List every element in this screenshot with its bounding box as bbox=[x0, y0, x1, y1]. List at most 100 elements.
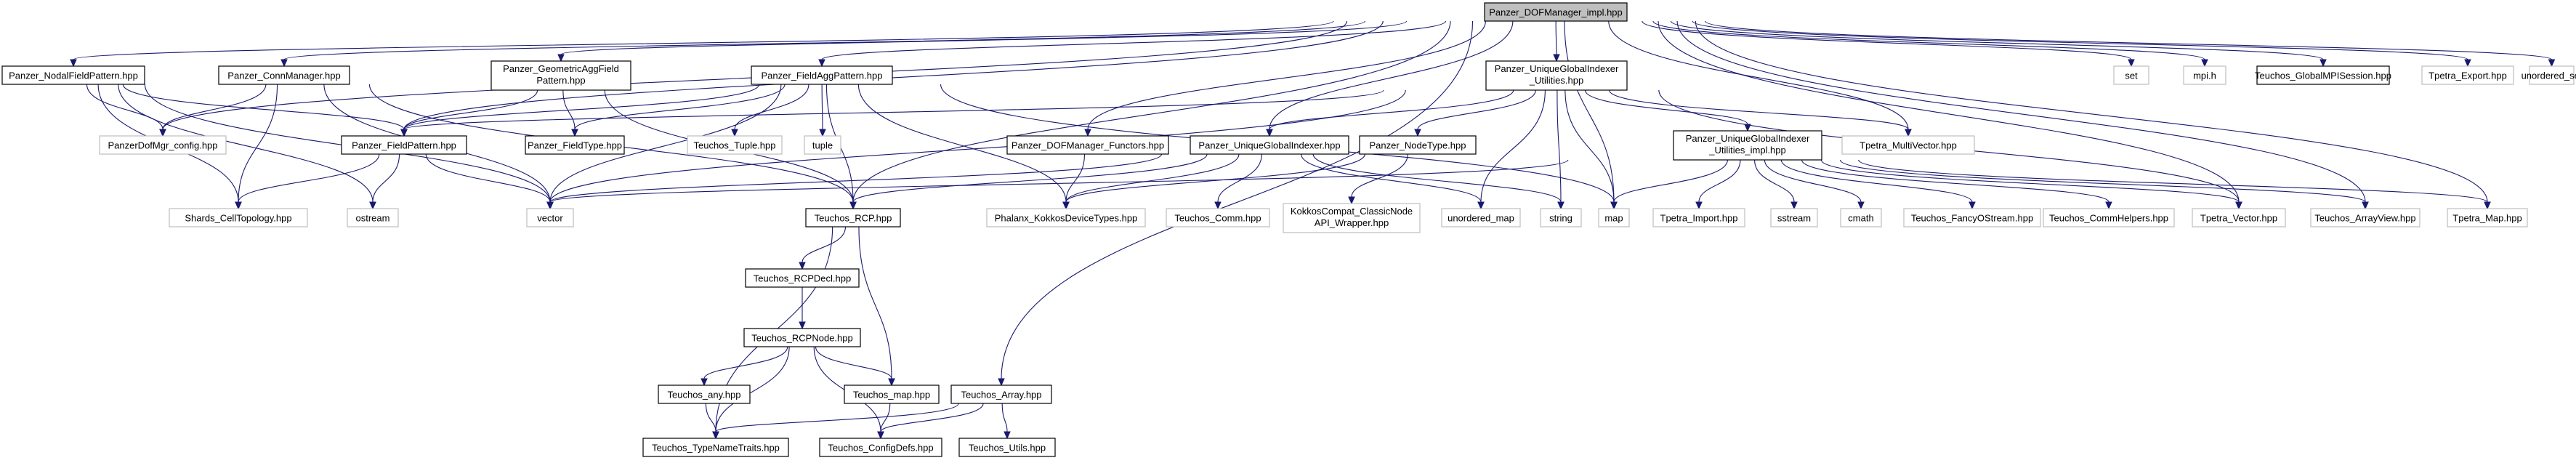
node-label: Tpetra_MultiVector.hpp bbox=[1860, 140, 1957, 151]
node-fieldagg[interactable]: Panzer_FieldAggPattern.hpp bbox=[751, 65, 893, 85]
edge-fieldagg-to-ttuple bbox=[731, 84, 809, 137]
node-label: Tpetra_Import.hpp bbox=[1660, 213, 1738, 224]
edge-root-to-set bbox=[1642, 20, 2135, 68]
node-ostream[interactable]: ostream bbox=[347, 208, 399, 228]
node-label: tuple bbox=[812, 140, 833, 151]
edge-ugiu-to-multivec bbox=[1609, 89, 1912, 137]
node-label: API_Wrapper.hpp bbox=[1315, 217, 1389, 228]
edge-root-to-dofunc bbox=[1084, 20, 1486, 137]
edge-ugiui-to-vector bbox=[546, 159, 1569, 210]
node-label: Phalanx_KokkosDeviceTypes.hpp bbox=[995, 213, 1138, 224]
edge-connmgr-to-pdconfig bbox=[159, 84, 267, 137]
node-phalanx[interactable]: Phalanx_KokkosDeviceTypes.hpp bbox=[986, 208, 1146, 228]
node-cmath[interactable]: cmath bbox=[1840, 208, 1882, 228]
node-pdconfig[interactable]: PanzerDofMgr_config.hpp bbox=[99, 135, 227, 155]
edge-tarray-to-configdefs bbox=[877, 403, 984, 440]
node-label: Teuchos_CommHelpers.hpp bbox=[2049, 213, 2168, 224]
node-sstream[interactable]: sstream bbox=[1770, 208, 1818, 228]
node-unset[interactable]: unordered_set bbox=[2522, 65, 2576, 85]
node-ugi[interactable]: Panzer_UniqueGlobalIndexer.hpp bbox=[1190, 135, 1349, 155]
edge-fieldagg-to-tuple bbox=[819, 84, 826, 137]
edge-fieldpat-to-shards bbox=[235, 153, 380, 210]
node-map[interactable]: map bbox=[1598, 208, 1630, 228]
node-set[interactable]: set bbox=[2113, 65, 2149, 85]
node-label: Shards_CellTopology.hpp bbox=[185, 213, 291, 224]
edge-ugiui-to-tpvec bbox=[1820, 159, 2242, 210]
edge-root-to-unset bbox=[1705, 20, 2556, 68]
node-ugiu[interactable]: Panzer_UniqueGlobalIndexer_Utilities.hpp bbox=[1485, 60, 1628, 91]
node-typename[interactable]: Teuchos_TypeNameTraits.hpp bbox=[642, 438, 789, 457]
node-gmpi[interactable]: Teuchos_GlobalMPISession.hpp bbox=[2255, 65, 2391, 85]
edge-nodetype-to-kokkos bbox=[1348, 153, 1408, 205]
node-ugiui[interactable]: Panzer_UniqueGlobalIndexer_Utilities_imp… bbox=[1673, 130, 1822, 161]
node-nodetype[interactable]: Panzer_NodeType.hpp bbox=[1359, 135, 1477, 155]
node-fancy[interactable]: Teuchos_FancyOStream.hpp bbox=[1903, 208, 2041, 228]
node-multivec[interactable]: Tpetra_MultiVector.hpp bbox=[1841, 135, 1975, 155]
edge-nodal-to-fieldpat bbox=[122, 84, 408, 137]
node-tcomm[interactable]: Teuchos_Comm.hpp bbox=[1166, 208, 1270, 228]
node-string[interactable]: string bbox=[1540, 208, 1582, 228]
node-nodal[interactable]: Panzer_NodalFieldPattern.hpp bbox=[1, 65, 145, 85]
node-label: Teuchos_any.hpp bbox=[668, 390, 741, 400]
node-root[interactable]: Panzer_DOFManager_impl.hpp bbox=[1484, 2, 1628, 22]
edge-rcpnode-to-tany bbox=[700, 346, 788, 387]
node-tuple[interactable]: tuple bbox=[804, 135, 841, 155]
node-tpmap[interactable]: Tpetra_Map.hpp bbox=[2447, 208, 2528, 228]
node-shards[interactable]: Shards_CellTopology.hpp bbox=[169, 208, 308, 228]
node-label: Panzer_FieldPattern.hpp bbox=[352, 140, 456, 151]
edge-root-to-geomagg bbox=[557, 20, 1408, 63]
node-connmgr[interactable]: Panzer_ConnManager.hpp bbox=[218, 65, 350, 85]
node-label: unordered_map bbox=[1448, 213, 1514, 224]
edge-fieldpat-to-vector bbox=[425, 153, 554, 210]
edge-ugiui-to-cmath bbox=[1764, 159, 1865, 210]
edge-ugiu-to-unmap bbox=[1477, 89, 1546, 210]
node-label: Teuchos_Utils.hpp bbox=[969, 443, 1046, 454]
node-label: Panzer_ConnManager.hpp bbox=[227, 71, 340, 81]
node-configdefs[interactable]: Teuchos_ConfigDefs.hpp bbox=[819, 438, 942, 457]
edge-root-to-ugiu bbox=[1553, 20, 1560, 63]
node-label: Teuchos_FancyOStream.hpp bbox=[1911, 213, 2033, 224]
node-label: Panzer_DOFManager_Functors.hpp bbox=[1012, 140, 1164, 151]
edge-ugiui-to-fancy bbox=[1780, 159, 1976, 210]
edge-tarray-to-tutils bbox=[1001, 403, 1011, 440]
node-rcpdecl[interactable]: Teuchos_RCPDecl.hpp bbox=[745, 268, 860, 288]
node-label: PanzerDofMgr_config.hpp bbox=[108, 140, 217, 151]
node-tany[interactable]: Teuchos_any.hpp bbox=[658, 385, 751, 404]
node-dofunc[interactable]: Panzer_DOFManager_Functors.hpp bbox=[1006, 135, 1169, 155]
edge-ugiui-to-tpmap bbox=[1858, 159, 2491, 210]
edge-root-to-tpexport bbox=[1692, 20, 2471, 68]
edge-rcp-to-rcpdecl bbox=[799, 226, 847, 270]
node-tarray[interactable]: Teuchos_Array.hpp bbox=[950, 385, 1052, 404]
node-tutils[interactable]: Teuchos_Utils.hpp bbox=[958, 438, 1056, 457]
node-rcp[interactable]: Teuchos_RCP.hpp bbox=[805, 208, 901, 228]
edge-ugiui-to-map bbox=[1610, 159, 1728, 210]
node-ttuple[interactable]: Teuchos_Tuple.hpp bbox=[687, 135, 783, 155]
node-label: Teuchos_RCP.hpp bbox=[815, 213, 892, 224]
node-commh[interactable]: Teuchos_CommHelpers.hpp bbox=[2043, 208, 2175, 228]
node-mpih[interactable]: mpi.h bbox=[2183, 65, 2226, 85]
edge-root-to-mpih bbox=[1652, 20, 2208, 68]
node-unmap[interactable]: unordered_map bbox=[1441, 208, 1521, 228]
node-label: Pattern.hpp bbox=[536, 75, 585, 86]
node-arrview[interactable]: Teuchos_ArrayView.hpp bbox=[2310, 208, 2420, 228]
node-fieldpat[interactable]: Panzer_FieldPattern.hpp bbox=[341, 135, 467, 155]
node-rcpnode[interactable]: Teuchos_RCPNode.hpp bbox=[743, 328, 861, 347]
node-label: Panzer_UniqueGlobalIndexer.hpp bbox=[1198, 140, 1340, 151]
node-fieldtype[interactable]: Panzer_FieldType.hpp bbox=[525, 135, 625, 155]
edge-ugiui-to-commh bbox=[1801, 159, 2112, 210]
node-tpvec[interactable]: Tpetra_Vector.hpp bbox=[2192, 208, 2286, 228]
node-label: sstream bbox=[1777, 213, 1811, 224]
node-vector[interactable]: vector bbox=[526, 208, 574, 228]
node-label: Teuchos_RCPNode.hpp bbox=[751, 333, 852, 344]
edge-root-to-arrview bbox=[1676, 20, 2369, 210]
edge-root-to-fieldagg bbox=[818, 20, 1447, 68]
node-label: Teuchos_ArrayView.hpp bbox=[2314, 213, 2415, 224]
node-tpimport[interactable]: Tpetra_Import.hpp bbox=[1652, 208, 1745, 228]
node-tmap[interactable]: Teuchos_map.hpp bbox=[844, 385, 940, 404]
edge-root-to-tpvec bbox=[1658, 20, 2242, 210]
edge-ugiu-to-ugi bbox=[1266, 89, 1514, 137]
node-label: _Utilities_impl.hpp bbox=[1708, 145, 1786, 156]
node-tpexport[interactable]: Tpetra_Export.hpp bbox=[2421, 65, 2514, 85]
